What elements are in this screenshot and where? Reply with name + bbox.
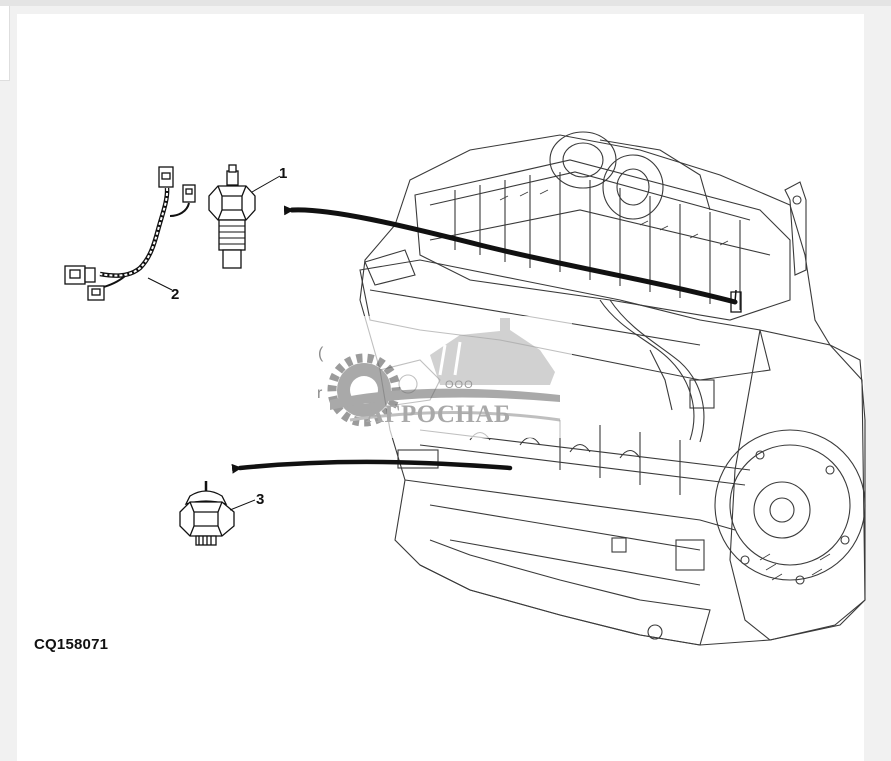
- sensor-3-icon: [179, 481, 256, 546]
- watermark-line-2: АГРОСНАБ: [366, 401, 511, 428]
- side-tab: [0, 6, 10, 81]
- arrow-to-sensor-1: [283, 205, 742, 313]
- watermark-logo: ( r: [316, 316, 572, 438]
- sensor-1-icon: [208, 164, 281, 269]
- svg-text:r: r: [317, 385, 323, 402]
- harness-2-icon: [64, 166, 196, 301]
- callout-3: 3: [256, 491, 265, 508]
- figure-id: CQ158071: [34, 636, 109, 653]
- top-bar: [0, 0, 891, 6]
- harvester-icon: [430, 318, 555, 385]
- callout-1: 1: [279, 165, 288, 182]
- watermark-line-1: ООО: [445, 379, 474, 391]
- callout-2: 2: [171, 286, 180, 303]
- arrow-to-sensor-3: [231, 459, 513, 474]
- svg-text:(: (: [318, 345, 324, 362]
